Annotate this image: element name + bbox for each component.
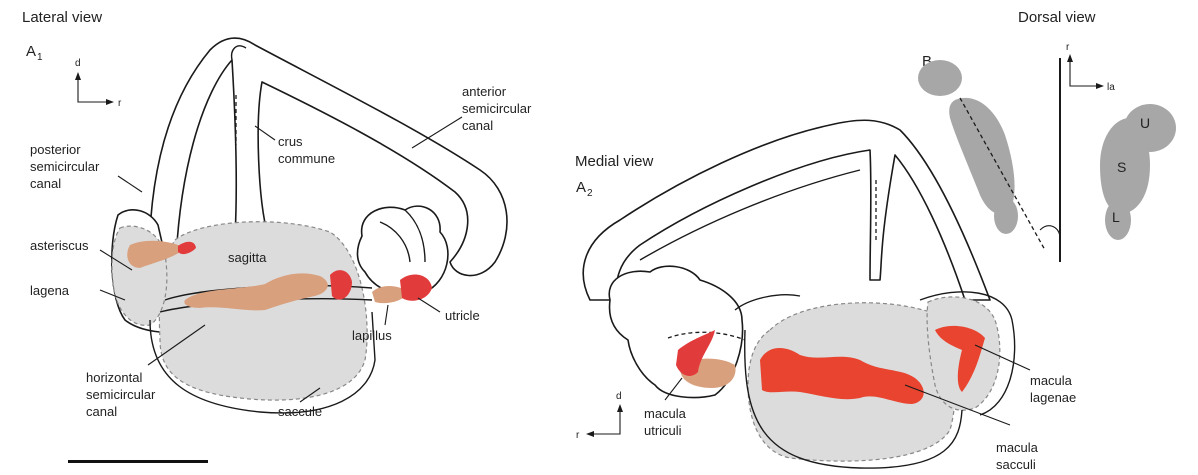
label-L: L	[1112, 209, 1120, 225]
panel-a2-letter: A	[576, 179, 586, 196]
label-asteriscus: asteriscus	[30, 238, 89, 253]
label-horizontal-canal: horizontal semicircular canal	[86, 370, 159, 419]
panel-a1-letter: A	[26, 43, 36, 60]
dorsal-left-utricular	[918, 60, 962, 96]
lateral-view-title: Lateral view	[22, 9, 102, 26]
medial-axis-left: r	[576, 430, 580, 441]
panel-a2-subscript: 2	[587, 188, 593, 199]
scale-bar	[68, 460, 208, 463]
label-anterior-canal: anterior semicircular canal	[462, 84, 535, 133]
dorsal-left-saccular	[949, 98, 1014, 214]
lateral-axis-up: d	[75, 58, 81, 69]
panel-a1-subscript: 1	[37, 52, 43, 63]
label-S: S	[1117, 159, 1126, 175]
label-lagena: lagena	[30, 283, 70, 298]
dorsal-axis-right: la	[1107, 82, 1115, 93]
dorsal-axis-indicator: r la	[1066, 42, 1115, 93]
label-crus-commune: crus commune	[278, 134, 335, 166]
medial-view-title: Medial view	[575, 153, 654, 170]
lateral-axis-indicator: d r	[75, 58, 122, 109]
label-sagitta: sagitta	[228, 250, 267, 265]
label-macula-sacculi: macula sacculi	[996, 440, 1042, 472]
medial-axis-indicator: d r	[576, 391, 623, 441]
dorsal-left-lagenar	[994, 198, 1018, 234]
dorsal-axis-up: r	[1066, 42, 1070, 53]
label-posterior-canal: posterior semicircular canal	[30, 142, 103, 191]
label-macula-lagenae: macula lagenae	[1030, 373, 1076, 405]
label-utricle: utricle	[445, 308, 480, 323]
lateral-view	[100, 38, 507, 413]
dorsal-view-title: Dorsal view	[1018, 9, 1096, 26]
label-U: U	[1140, 115, 1150, 131]
label-lapillus: lapillus	[352, 328, 392, 343]
medial-axis-up: d	[616, 391, 622, 402]
label-saccule: saccule	[278, 404, 322, 419]
label-macula-utriculi: macula utriculi	[644, 406, 690, 438]
lateral-axis-right: r	[118, 98, 122, 109]
